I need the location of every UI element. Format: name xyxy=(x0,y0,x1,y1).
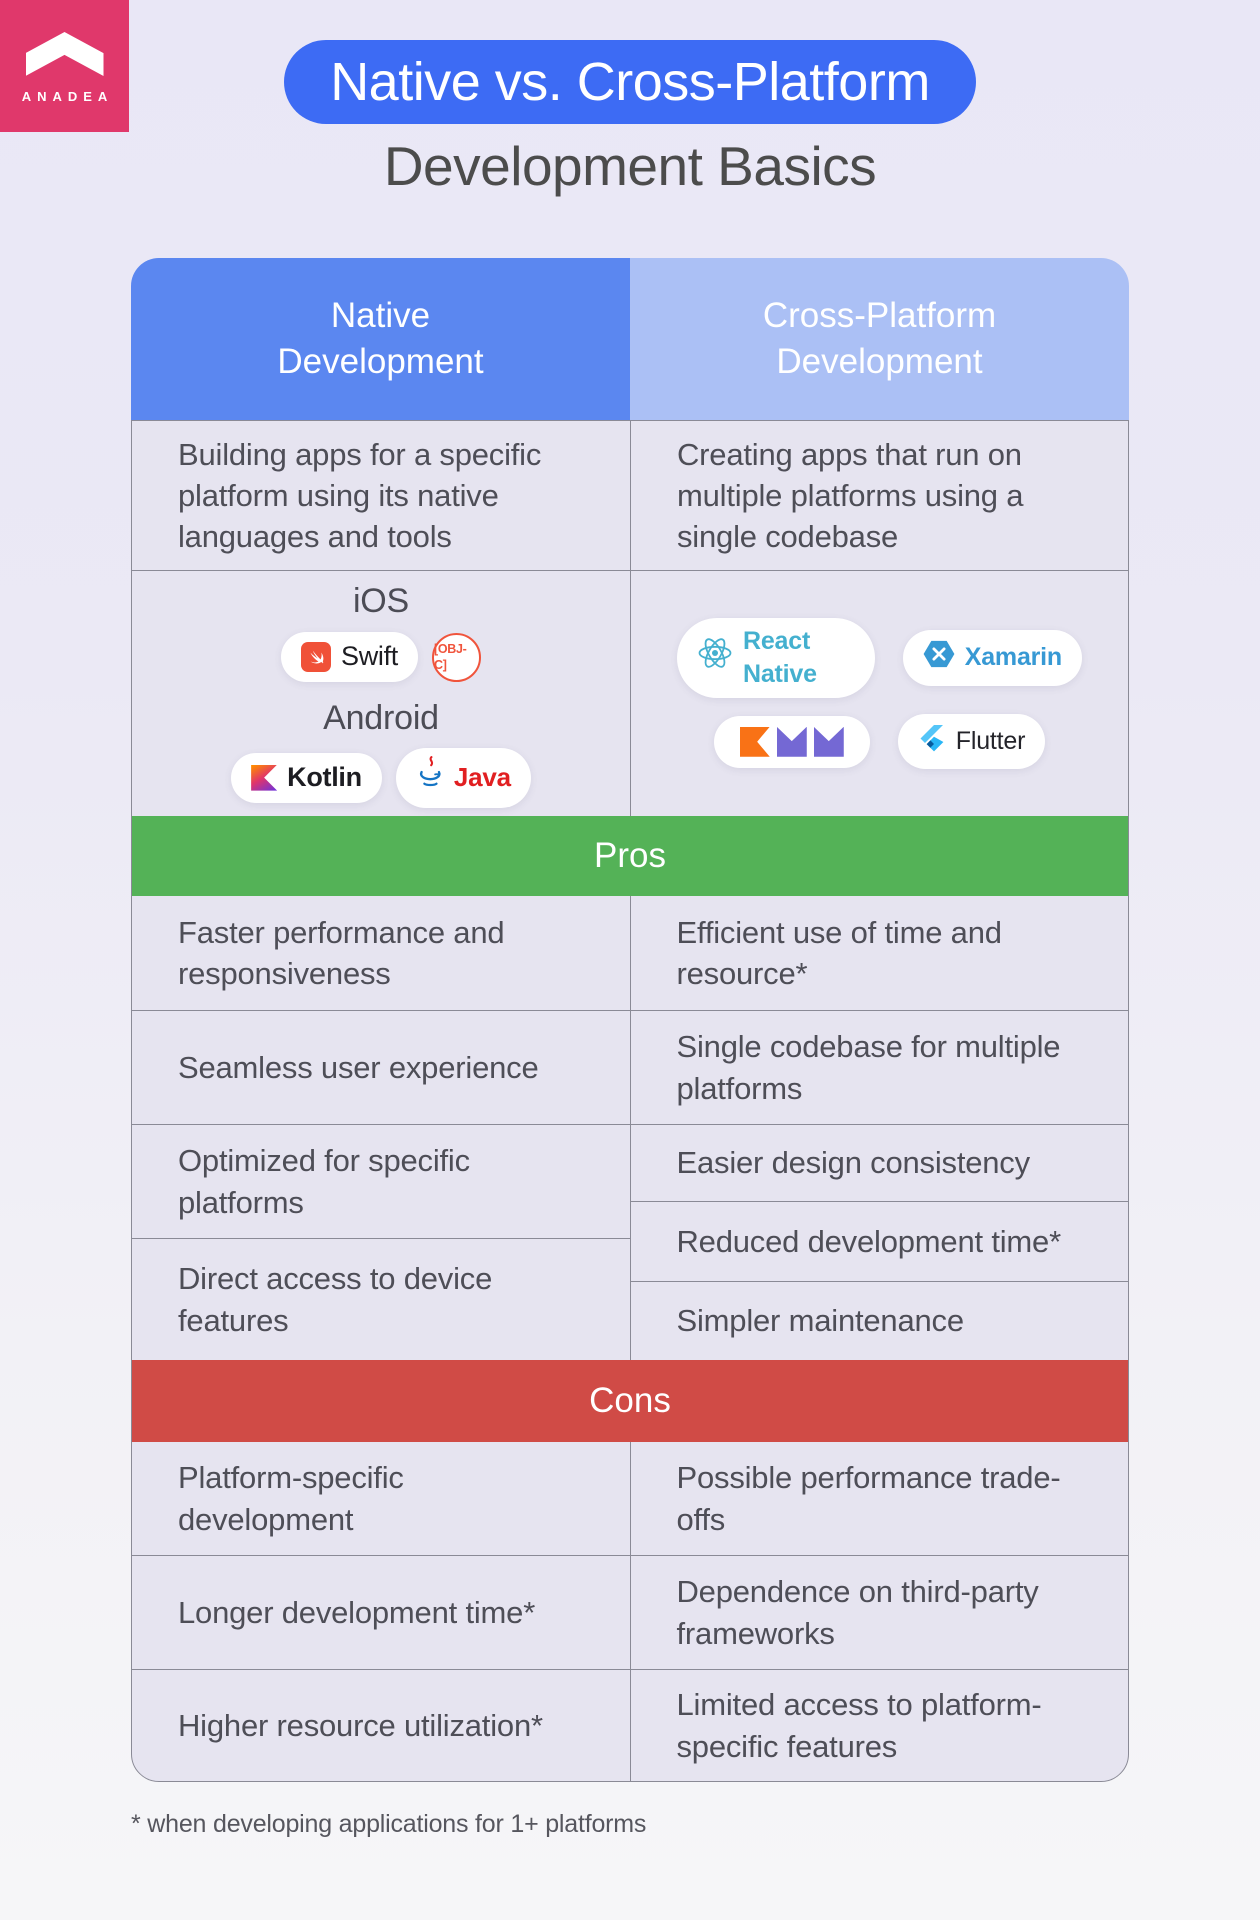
cons-native-item: Platform-specific development xyxy=(132,1442,630,1556)
anadea-logo: ANADEA xyxy=(0,0,129,132)
flutter-icon xyxy=(918,721,946,762)
swift-icon xyxy=(300,642,331,673)
cons-cross-item: Possible performance trade-offs xyxy=(630,1442,1128,1556)
react-native-badge: React Native xyxy=(677,617,875,699)
swift-label: Swift xyxy=(340,641,398,672)
react-native-label: React Native xyxy=(743,626,817,688)
cons-banner: Cons xyxy=(132,1360,1128,1442)
pros-cross-item: Efficient use of time and resource* xyxy=(630,896,1128,1011)
description-row: Building apps for a specific platform us… xyxy=(132,421,1128,571)
technologies-row: iOS Swift [OBJ-C] xyxy=(132,571,1128,816)
xamarin-badge: Xamarin xyxy=(902,630,1082,686)
react-native-icon xyxy=(697,635,733,681)
page-subtitle: Development Basics xyxy=(383,135,877,197)
kotlin-icon xyxy=(251,764,278,791)
cons-native-column: Platform-specific development Longer dev… xyxy=(132,1442,630,1781)
kmm-icon xyxy=(739,726,844,757)
xamarin-label: Xamarin xyxy=(964,643,1062,672)
table-body: Building apps for a specific platform us… xyxy=(131,420,1129,1782)
cons-native-item: Longer development time* xyxy=(132,1556,630,1670)
native-description: Building apps for a specific platform us… xyxy=(132,421,630,571)
xamarin-icon xyxy=(923,637,955,678)
pros-cross-item: Simpler maintenance xyxy=(676,1303,965,1339)
pros-native-item: Optimized for specific platforms xyxy=(132,1125,630,1239)
cons-cross-item: Limited access to platform-specific feat… xyxy=(676,1687,1042,1764)
pros-cross-item: Easier design consistency xyxy=(630,1125,1128,1202)
pros-native-item: Faster performance and responsiveness xyxy=(132,896,630,1011)
cross-technologies-cell: React Native Xamarin xyxy=(630,571,1128,816)
java-icon xyxy=(416,755,444,801)
cross-description: Creating apps that run on multiple platf… xyxy=(630,421,1128,571)
cons-cross-column: Possible performance trade-offs Dependen… xyxy=(629,1442,1128,1781)
comparison-table: Native Development Cross-Platform Develo… xyxy=(131,258,1129,1782)
pros-native-column: Faster performance and responsiveness Se… xyxy=(132,896,630,1360)
pros-cross-column: Efficient use of time and resource* Sing… xyxy=(629,896,1128,1360)
pros-native-item: Direct access to device features xyxy=(178,1261,493,1338)
flutter-badge: Flutter xyxy=(897,714,1046,770)
cons-native-item: Higher resource utilization* xyxy=(178,1707,543,1743)
page-title-pill: Native vs. Cross-Platform xyxy=(284,40,976,124)
native-column-header: Native Development xyxy=(131,258,630,420)
java-label: Java xyxy=(453,762,511,793)
cons-section: Platform-specific development Longer dev… xyxy=(132,1442,1128,1781)
java-badge: Java xyxy=(395,747,531,808)
pros-cross-item: Single codebase for multiple platforms xyxy=(630,1011,1128,1125)
kotlin-badge: Kotlin xyxy=(231,752,382,803)
pros-section: Faster performance and responsiveness Se… xyxy=(132,896,1128,1360)
ios-label: iOS xyxy=(352,582,410,621)
cons-cross-item: Dependence on third-party frameworks xyxy=(630,1556,1128,1670)
masthead: Native vs. Cross-Platform Development Ba… xyxy=(0,0,1260,198)
cross-platform-column-header: Cross-Platform Development xyxy=(630,258,1129,420)
swift-badge: Swift xyxy=(280,632,418,683)
kotlin-label: Kotlin xyxy=(287,761,362,792)
android-label: Android xyxy=(323,699,439,738)
table-header-row: Native Development Cross-Platform Develo… xyxy=(131,258,1129,420)
objective-c-icon: [OBJ-C] xyxy=(432,632,481,682)
native-technologies-cell: iOS Swift [OBJ-C] xyxy=(132,571,630,816)
footnote: * when developing applications for 1+ pl… xyxy=(131,1810,647,1838)
anadea-roof-icon xyxy=(25,32,104,76)
kmm-badge xyxy=(713,715,870,768)
pros-banner: Pros xyxy=(132,816,1128,896)
objc-label: [OBJ-C] xyxy=(434,641,467,673)
flutter-label: Flutter xyxy=(955,727,1026,756)
pros-native-item: Seamless user experience xyxy=(132,1011,630,1125)
pros-cross-item: Reduced development time* xyxy=(630,1202,1128,1282)
anadea-brand-name: ANADEA xyxy=(21,89,114,104)
